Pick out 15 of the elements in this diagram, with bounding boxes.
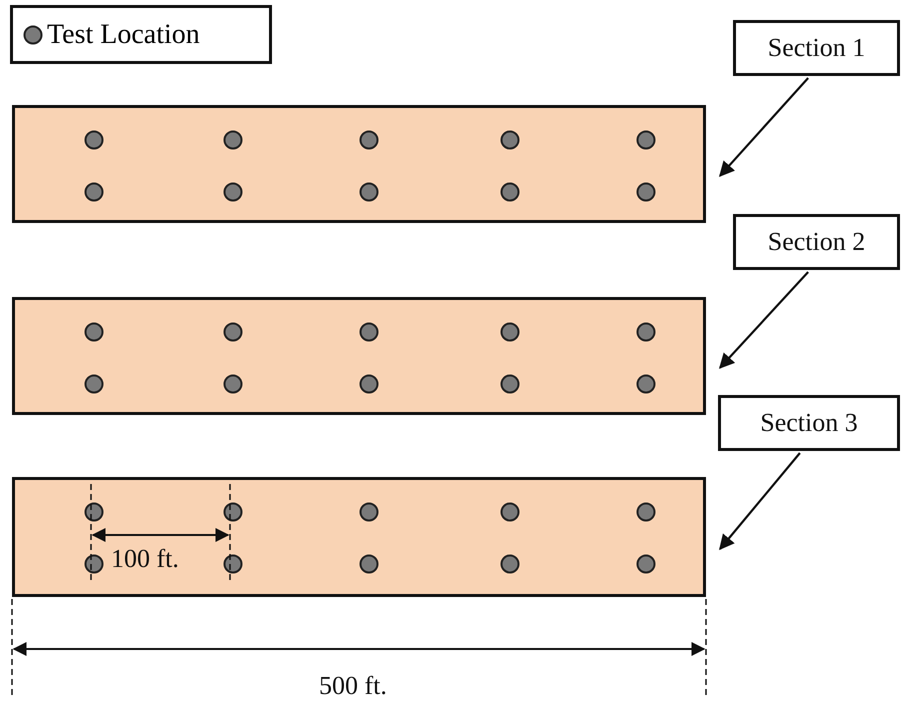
section-name: Section 1 (768, 33, 866, 63)
section-name: Section 3 (760, 408, 858, 438)
arrow (719, 452, 801, 550)
legend-text: Test Location (47, 18, 200, 50)
section-strip (12, 477, 706, 597)
dimension-label: 500 ft. (319, 671, 387, 701)
section-strip (12, 297, 706, 415)
section-label (733, 20, 900, 76)
section-strip (12, 105, 706, 223)
arrow (718, 77, 809, 177)
section-label (733, 214, 900, 270)
section-name: Section 2 (768, 227, 866, 257)
dimension-label: 100 ft. (111, 544, 179, 574)
section-label (718, 395, 900, 451)
arrow (718, 271, 809, 369)
